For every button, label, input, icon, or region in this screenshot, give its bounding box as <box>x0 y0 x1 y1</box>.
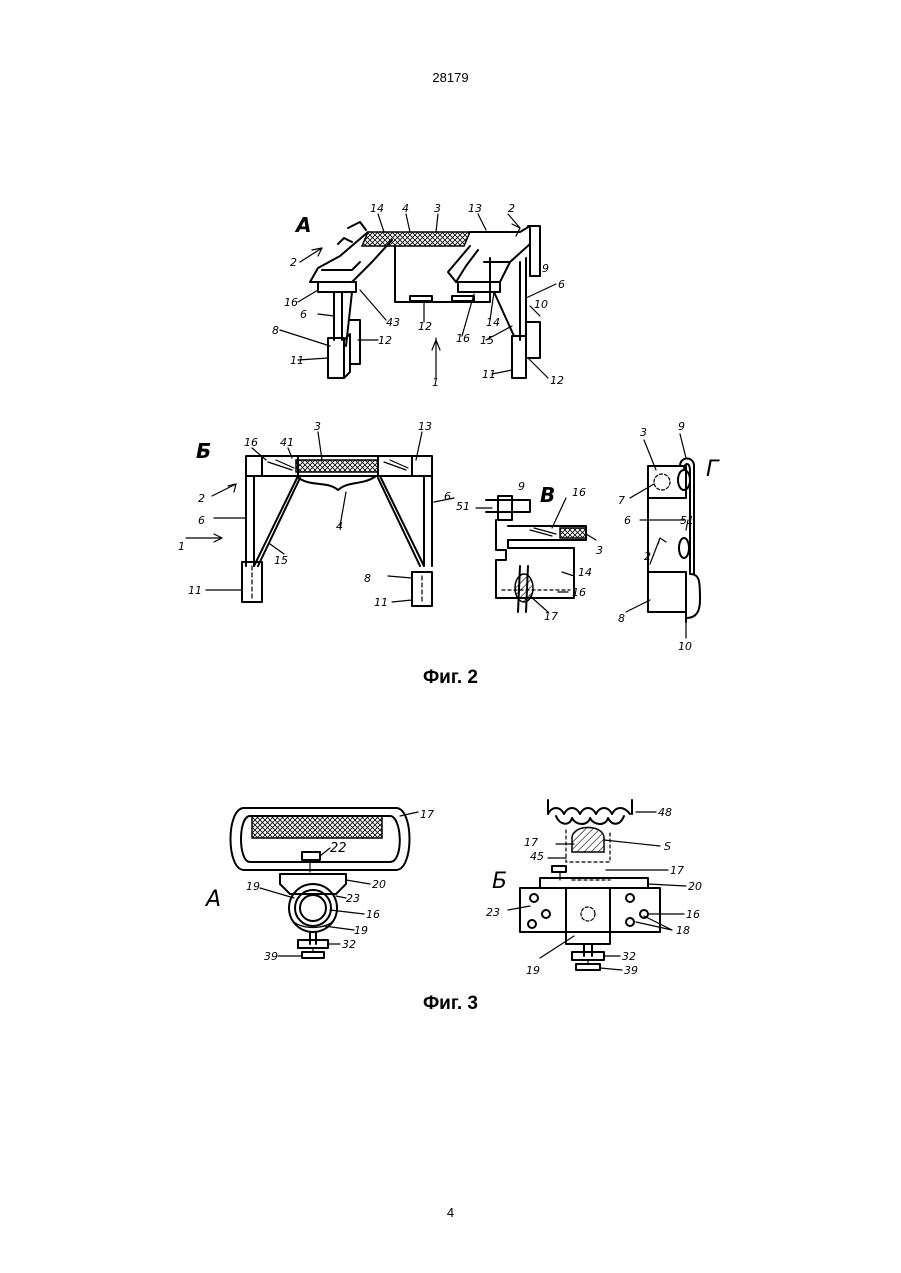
fig2v-label: 3 <box>596 544 603 557</box>
fig3a-label: 32 <box>342 938 356 951</box>
fig2a-label: 12 <box>550 374 564 387</box>
fig2a-label: 6 <box>558 278 565 291</box>
fig3-view-a: А 17 <box>204 808 434 963</box>
fig2-view-g-letter: Г <box>706 457 720 482</box>
fig2v-label: 51 <box>456 500 470 513</box>
fig3a-label: 20 <box>372 878 386 891</box>
fig3a-label: 19 <box>354 924 368 937</box>
fig3b-label: 16 <box>686 908 700 921</box>
fig2b-label: 6 <box>198 514 205 527</box>
fig2v-label: 9 <box>518 480 525 493</box>
fig2b-label: 2 <box>198 492 205 505</box>
fig2a-label: 4 <box>402 202 409 215</box>
fig2b-label: 1 <box>178 540 185 553</box>
page-number: 4 <box>0 1205 901 1220</box>
fig2a-label: 14 <box>370 202 384 215</box>
fig2b-label: 13 <box>418 420 432 433</box>
fig2a-label: 16 <box>456 332 470 345</box>
fig2v-label: 16 <box>572 486 586 499</box>
fig2a-label: 15 <box>480 334 494 347</box>
fig3a-label: 22 <box>330 841 347 856</box>
fig2v-label: 17 <box>544 610 558 623</box>
fig2a-label: 13 <box>468 202 482 215</box>
fig2b-label: 11 <box>374 596 388 609</box>
fig2-view-b-letter: Б <box>196 439 211 463</box>
fig2a-label: 9 <box>542 262 549 275</box>
fig2b-label: 8 <box>364 572 371 585</box>
fig2a-label: 2 <box>508 202 515 215</box>
fig3b-label: S <box>664 840 671 853</box>
fig2-view-g: Г 3 9 7 6 51 <box>618 420 720 653</box>
fig3b-label: 18 <box>676 924 690 937</box>
fig3b-label: 19 <box>526 964 540 977</box>
fig2v-label: 16 <box>572 586 586 599</box>
fig3a-label: 39 <box>264 950 278 963</box>
fig2g-label: 3 <box>640 426 647 439</box>
fig2a-label: 11 <box>290 354 304 367</box>
fig2b-label: 6 <box>444 490 451 503</box>
fig2b-label: 15 <box>274 554 288 567</box>
fig2a-label: 8 <box>272 324 279 337</box>
fig2a-label: 3 <box>434 202 441 215</box>
fig2g-label: 10 <box>678 640 692 653</box>
fig3-view-a-letter: А <box>204 887 221 912</box>
fig3b-label: 45 <box>530 850 544 863</box>
fig2b-label: 11 <box>188 584 202 597</box>
fig2-view-v-letter: В <box>540 483 555 507</box>
fig3a-label: 23 <box>346 892 360 905</box>
fig2b-label: 16 <box>244 436 258 449</box>
fig2g-label: 9 <box>678 420 685 433</box>
fig2-view-b: Б <box>178 420 454 609</box>
fig2-view-v: В 9 16 51 3 14 16 17 <box>456 480 603 623</box>
fig2g-label: 8 <box>618 612 625 625</box>
fig2b-label: 41 <box>280 436 294 449</box>
fig3b-label: 48 <box>658 806 672 819</box>
fig2a-label: 11 <box>482 368 496 381</box>
fig2b-label: 3 <box>314 420 321 433</box>
fig2a-label: 14 <box>486 316 500 329</box>
fig3-caption: Фиг. 3 <box>0 993 901 1015</box>
fig2b-label: 4 <box>336 520 343 533</box>
fig2-view-a-letter: А <box>294 213 311 237</box>
fig2a-label: 12 <box>378 334 392 347</box>
fig3a-label: 16 <box>366 908 380 921</box>
fig2a-label: 6 <box>300 308 307 321</box>
fig3b-label: 32 <box>622 950 636 963</box>
fig2g-label: 7 <box>618 494 625 507</box>
fig2g-label: 2 <box>644 550 651 563</box>
fig3-view-b: Б <box>486 800 702 977</box>
fig2a-label: 1 <box>432 376 439 389</box>
fig2-caption: Фиг. 2 <box>0 667 901 689</box>
fig3-view-b-letter: Б <box>492 869 507 894</box>
fig3b-label: 17 <box>670 864 684 877</box>
fig3b-label: 17 <box>524 836 538 849</box>
fig3a-label: 19 <box>246 880 260 893</box>
fig2a-label: 10 <box>534 298 548 311</box>
fig2g-label: 51 <box>680 514 694 527</box>
fig3a-label: 17 <box>420 808 434 821</box>
fig2a-label: 2 <box>290 256 297 269</box>
fig2v-label: 14 <box>578 566 592 579</box>
fig2g-label: 6 <box>624 514 631 527</box>
fig2a-label: 43 <box>386 316 400 329</box>
fig3b-label: 20 <box>688 880 702 893</box>
fig3b-label: 39 <box>624 964 638 977</box>
fig2a-label: 16 <box>284 296 298 309</box>
fig2-view-a: А <box>272 202 565 389</box>
fig3b-label: 23 <box>486 906 500 919</box>
fig2a-label: 12 <box>418 320 432 333</box>
